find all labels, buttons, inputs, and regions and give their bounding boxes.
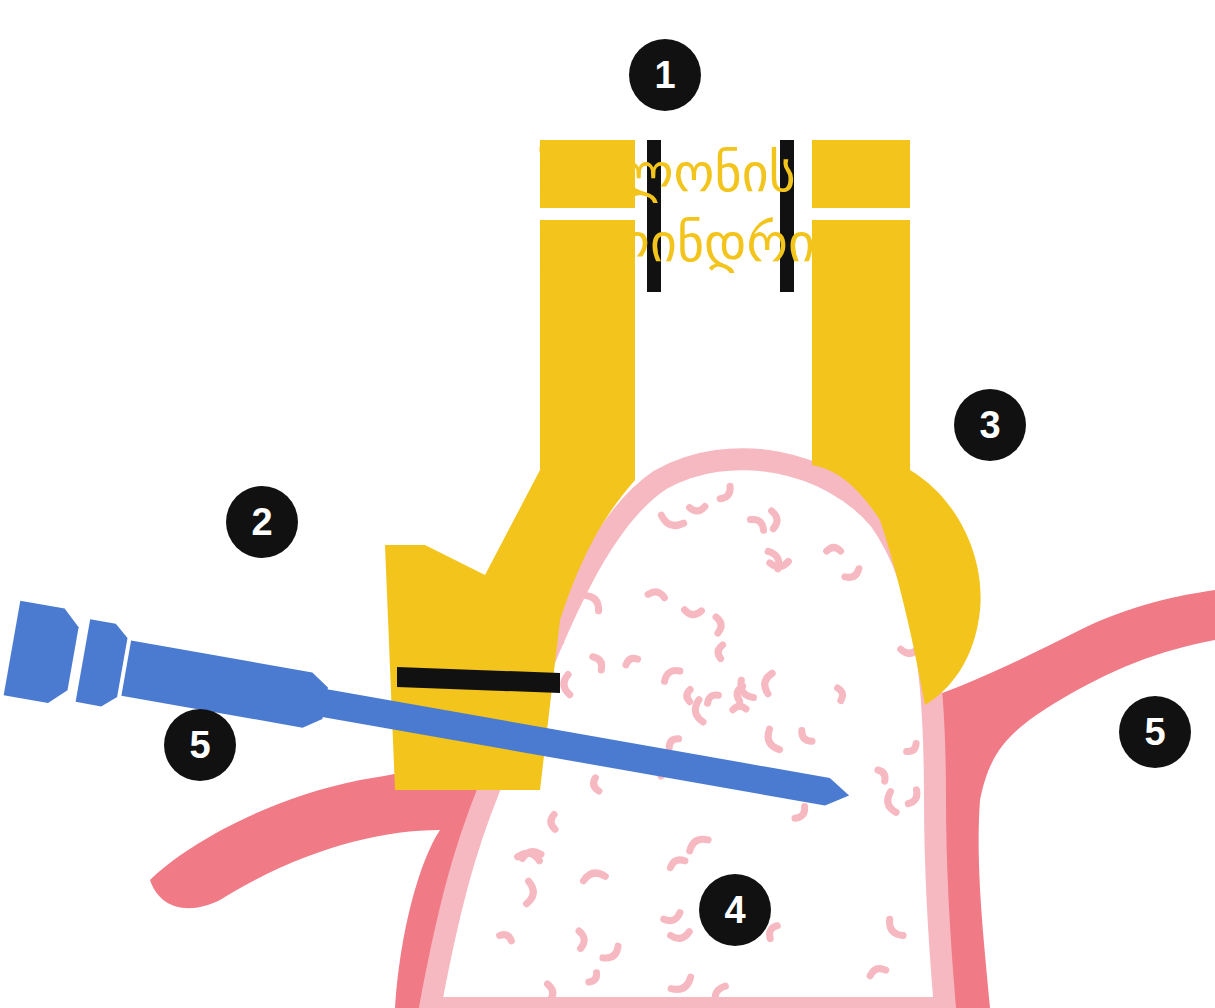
bone-speckle [768,551,779,569]
bone-speckle [718,645,722,659]
bone-speckle [741,680,754,697]
bone-speckle [802,731,812,742]
bone-speckle [589,973,597,982]
bone-speckle [795,806,805,818]
bone-speckle [670,860,685,868]
bone-speckle [564,675,570,695]
bone-speckle [661,515,683,525]
bone-speckle [733,706,746,710]
bone-speckle [522,852,541,859]
bone-speckle [720,486,730,498]
bone-speckle [751,519,764,530]
callout-number: 1 [629,39,701,111]
callout-number: 5 [164,709,236,781]
bone-speckle [827,548,841,552]
bone-speckle [845,569,859,578]
bone-speckle [476,551,485,570]
bone-speckle [665,671,680,682]
bone-speckle [907,744,917,752]
bone-speckle [551,815,555,830]
bone-speckle [690,839,708,851]
bone-speckle [716,617,721,633]
bone-speckle [695,700,703,722]
bone-speckle [687,690,690,702]
bone-speckle [768,729,779,750]
bone-speckle [593,657,602,670]
bone-speckle [594,778,599,791]
bone-speckle [626,658,638,665]
bone-speckle [671,977,691,989]
bone-speckle [579,931,584,949]
bone-speckle [908,790,917,804]
bone-speckle [584,595,598,610]
bone-speckle [765,673,772,694]
bone-speckle [690,506,705,510]
bone-speckle [669,739,678,748]
callout-number: 4 [699,874,771,946]
bone-speckle [583,873,605,881]
bone-speckle [527,881,534,904]
bone-speckle [547,984,552,1001]
bone-speckle [890,919,903,935]
part-label: შაბლონის ცილინდრი [538,138,815,278]
fixation-pin [4,601,858,843]
bone-speckle [708,695,719,703]
callout-number: 3 [954,389,1026,461]
bone-speckle [648,592,664,598]
bone-speckle [878,770,885,781]
bone-speckle [770,926,778,939]
bone-speckle [664,913,680,921]
callout-number: 2 [226,486,298,558]
bone-speckle [772,511,777,529]
bone-speckle [888,792,896,813]
callout-number: 5 [1119,696,1191,768]
bone-speckle [870,969,886,976]
bone-speckle [603,946,618,958]
bone-speckle [500,935,512,941]
bone-speckle [671,932,690,939]
bone-speckle [685,610,702,615]
sleeve-band [397,667,560,693]
bone-speckle [715,986,725,1003]
bone-speckle [838,688,843,701]
